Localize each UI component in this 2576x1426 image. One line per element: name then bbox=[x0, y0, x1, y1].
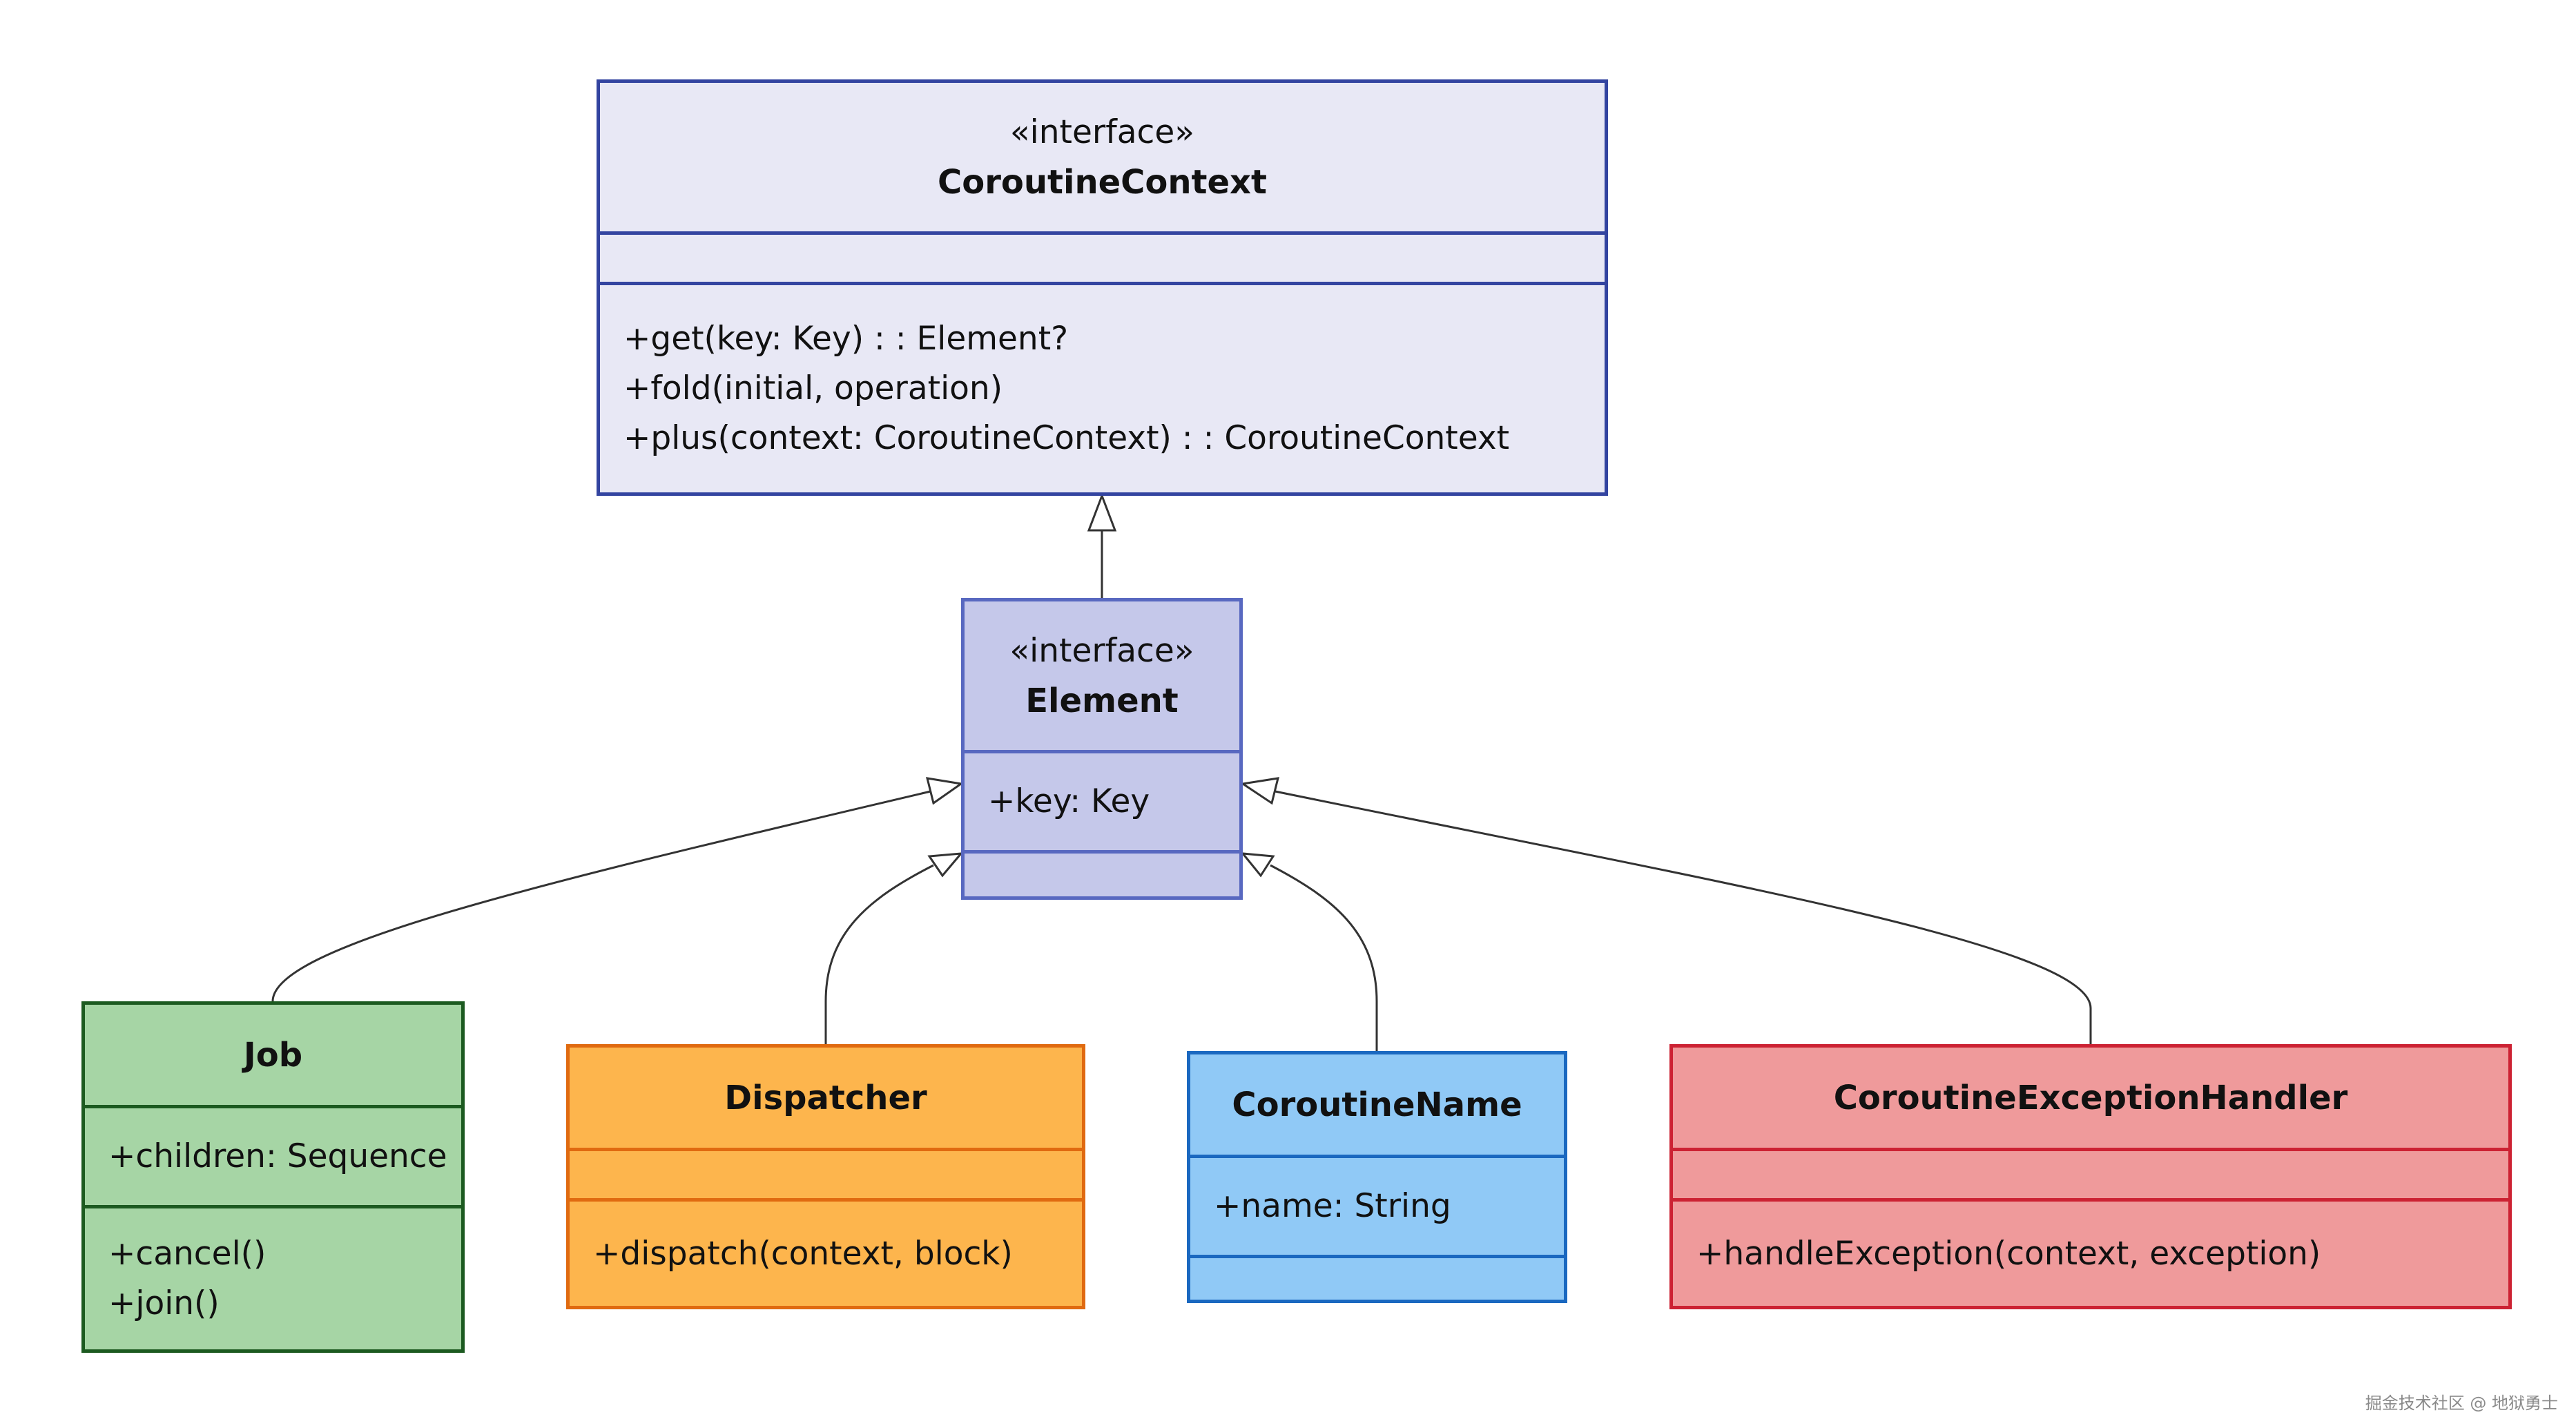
class-header: Dispatcher bbox=[570, 1048, 1082, 1148]
class-name: CoroutineContext bbox=[938, 162, 1267, 202]
class-method: +plus(context: CoroutineContext) : : Cor… bbox=[623, 419, 1510, 457]
class-name: Dispatcher bbox=[724, 1078, 927, 1117]
inheritance-arrowhead bbox=[1240, 852, 1275, 878]
class-name: Element bbox=[1025, 681, 1179, 720]
inheritance-arrowhead bbox=[927, 852, 964, 878]
class-attributes: +key: Key bbox=[965, 750, 1239, 850]
class-method: +handleException(context, exception) bbox=[1696, 1234, 2321, 1273]
class-header: «interface» Element bbox=[965, 601, 1239, 750]
class-header: «interface» CoroutineContext bbox=[600, 83, 1605, 231]
class-method: +cancel() bbox=[108, 1235, 267, 1273]
inheritance-arrowhead bbox=[1239, 777, 1280, 805]
class-stereotype: «interface» bbox=[1009, 631, 1194, 670]
class-name: Job bbox=[243, 1035, 303, 1075]
class-methods bbox=[1190, 1255, 1564, 1300]
class-element: «interface» Element +key: Key bbox=[961, 598, 1243, 900]
class-attribute: +name: String bbox=[1214, 1187, 1451, 1225]
class-header: Job bbox=[85, 1005, 461, 1105]
class-attributes: +name: String bbox=[1190, 1155, 1564, 1255]
class-method: +join() bbox=[108, 1284, 220, 1322]
class-methods: +handleException(context, exception) bbox=[1673, 1198, 2508, 1306]
inheritance-arrowhead bbox=[925, 777, 964, 805]
class-attribute: +key: Key bbox=[988, 782, 1150, 820]
class-coroutine-exception-handler: CoroutineExceptionHandler +handleExcepti… bbox=[1669, 1044, 2512, 1309]
class-methods: +cancel() +join() bbox=[85, 1205, 461, 1349]
class-stereotype: «interface» bbox=[1009, 113, 1195, 151]
class-coroutine-context: «interface» CoroutineContext +get(key: K… bbox=[597, 79, 1608, 496]
edge-coroutine-name-to-element bbox=[1270, 864, 1378, 1051]
class-method: +get(key: Key) : : Element? bbox=[623, 320, 1069, 358]
class-attribute: +children: Sequence bbox=[108, 1137, 447, 1175]
class-attributes bbox=[570, 1148, 1082, 1198]
edge-job-to-element bbox=[271, 789, 934, 1002]
class-header: CoroutineName bbox=[1190, 1054, 1564, 1155]
class-dispatcher: Dispatcher +dispatch(context, block) bbox=[566, 1044, 1085, 1309]
edge-exception-handler-to-element bbox=[1271, 789, 2092, 1044]
class-methods: +dispatch(context, block) bbox=[570, 1198, 1082, 1306]
class-attributes: +children: Sequence bbox=[85, 1105, 461, 1205]
class-name: CoroutineExceptionHandler bbox=[1833, 1078, 2348, 1117]
watermark: 掘金技术社区 @ 地狱勇士 bbox=[2365, 1394, 2558, 1413]
class-name: CoroutineName bbox=[1232, 1085, 1522, 1124]
class-attributes bbox=[1673, 1148, 2508, 1198]
edge-dispatcher-to-element bbox=[824, 864, 934, 1044]
inheritance-arrowhead bbox=[1087, 492, 1117, 532]
class-header: CoroutineExceptionHandler bbox=[1673, 1048, 2508, 1148]
class-methods bbox=[965, 850, 1239, 896]
class-attributes bbox=[600, 231, 1605, 282]
class-coroutine-name: CoroutineName +name: String bbox=[1187, 1051, 1567, 1303]
class-method: +dispatch(context, block) bbox=[593, 1234, 1013, 1273]
class-job: Job +children: Sequence +cancel() +join(… bbox=[81, 1001, 465, 1353]
class-methods: +get(key: Key) : : Element? +fold(initia… bbox=[600, 282, 1605, 492]
class-method: +fold(initial, operation) bbox=[623, 369, 1003, 407]
